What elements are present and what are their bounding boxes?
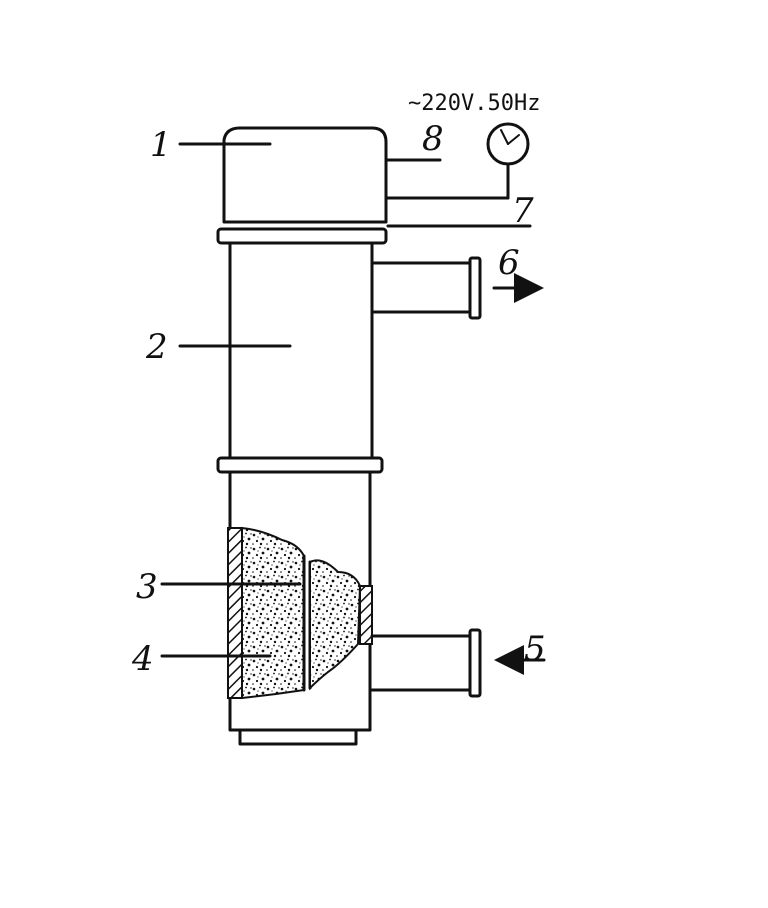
bottom-cap <box>238 728 358 746</box>
label-7: 7 <box>512 191 534 231</box>
label-3: 3 <box>136 567 158 607</box>
packing-left <box>241 526 305 700</box>
middle-flange <box>216 456 384 474</box>
label-4: 4 <box>131 639 154 679</box>
label-2: 2 <box>145 327 168 367</box>
label-8: 8 <box>422 119 444 159</box>
label-5: 5 <box>524 629 546 669</box>
label-6: 6 <box>498 243 520 283</box>
packing-right <box>309 559 362 691</box>
power-supply-label: ~220V.50Hz <box>408 91 540 116</box>
wall-hatch-left <box>227 527 243 699</box>
top-cap <box>222 126 388 224</box>
gauge-icon <box>486 122 530 200</box>
upper-flange <box>216 227 388 245</box>
outlet-pipe <box>370 256 482 320</box>
wall-hatch-right <box>359 585 373 645</box>
upper-tube <box>228 241 374 460</box>
label-1: 1 <box>150 125 172 165</box>
inlet-pipe <box>370 628 482 698</box>
